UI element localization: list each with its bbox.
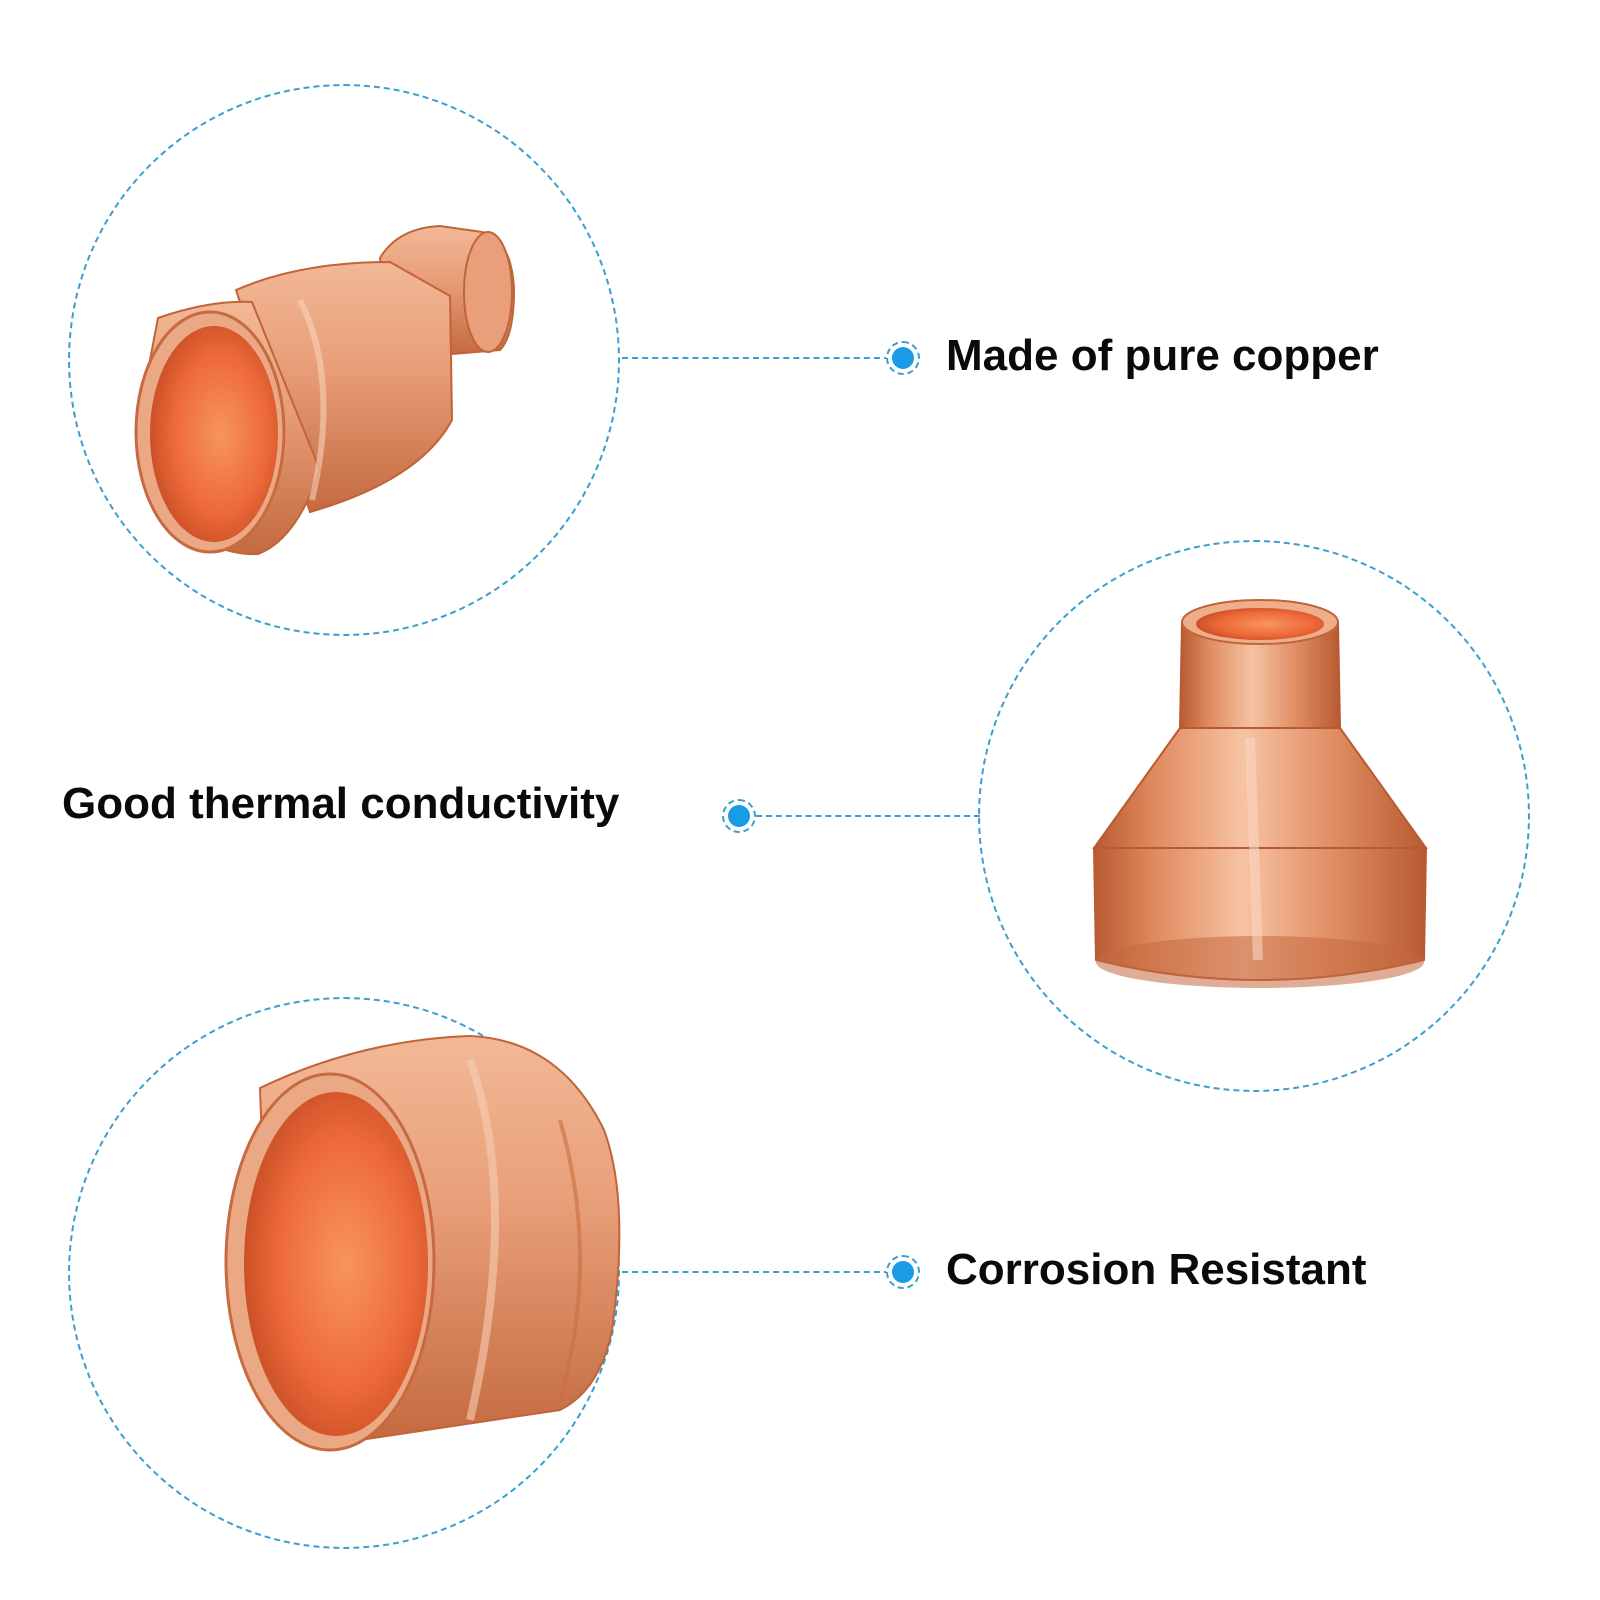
bullet-dot-icon — [886, 341, 920, 375]
bullet-dot-icon — [722, 799, 756, 833]
image-frame-circle-1 — [68, 84, 620, 636]
connector-line-2 — [756, 815, 980, 817]
feature-label-pure-copper: Made of pure copper — [946, 331, 1379, 380]
copper-reducer-upright-image — [1092, 599, 1428, 988]
copper-reducer-wide-end-image — [224, 1034, 621, 1452]
feature-label-thermal-conductivity: Good thermal conductivity — [62, 779, 620, 828]
copper-reducer-side-view-image — [134, 224, 516, 556]
image-frame-circle-3 — [68, 997, 620, 1549]
bullet-dot-icon — [886, 1255, 920, 1289]
feature-label-corrosion-resistant: Corrosion Resistant — [946, 1245, 1367, 1294]
connector-line-1 — [622, 357, 890, 359]
connector-line-3 — [622, 1271, 890, 1273]
